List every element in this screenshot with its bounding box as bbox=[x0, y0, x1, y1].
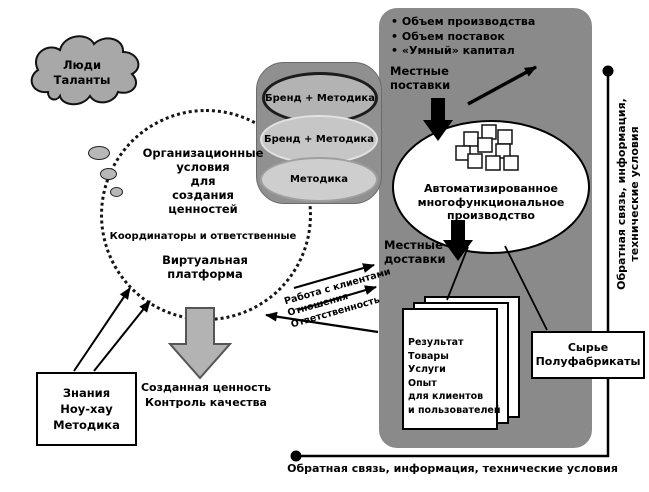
cloud-shape bbox=[30, 35, 140, 106]
production-label: Автоматизированное многофункциональное п… bbox=[417, 182, 565, 222]
ellipse-to-raw-line bbox=[504, 245, 548, 331]
coordinators-label: Координаторы и ответственные bbox=[109, 231, 297, 242]
supplies-down-arrow bbox=[423, 98, 453, 141]
raw-materials-label: Сырье Полуфабрикаты bbox=[535, 341, 641, 368]
knowledge-arrow-2 bbox=[93, 300, 151, 372]
feedback-node-top bbox=[602, 65, 614, 77]
org-conditions-label: Организационные условия для создания цен… bbox=[142, 146, 264, 216]
local-deliveries-label: Местные доставки bbox=[384, 238, 446, 266]
client-arrow-2 bbox=[297, 285, 377, 312]
feedback-bottom-label: Обратная связь, информация, технические … bbox=[287, 462, 618, 475]
knowledge-label: Знания Ноу-хау Методика bbox=[53, 386, 120, 432]
local-supplies-label: Местные поставки bbox=[390, 64, 451, 92]
feedback-loop-line bbox=[296, 74, 610, 458]
ellipse-to-pages-line bbox=[446, 246, 469, 301]
stack-label-bottom: Методика bbox=[289, 174, 349, 185]
methodology-ellipse-bottom: Методика bbox=[260, 157, 378, 202]
brand-methodology-ellipse-middle: Бренд + Методика bbox=[260, 115, 378, 164]
deliveries-down-arrow bbox=[443, 220, 473, 261]
stack-label-middle: Бренд + Методика bbox=[264, 134, 374, 145]
thought-bubble-3 bbox=[110, 187, 123, 197]
feedback-node-bottom bbox=[290, 450, 302, 462]
factory-blocks-icon bbox=[455, 124, 519, 171]
panel-bullet-list: • Объем производства • Объем поставок • … bbox=[391, 15, 535, 59]
people-talents-label: Люди Таланты bbox=[53, 58, 111, 87]
bullet-smart-capital: • «Умный» капитал bbox=[391, 44, 515, 57]
results-list: Результат Товары Услуги Опыт для клиенто… bbox=[408, 337, 501, 416]
client-arrow-1 bbox=[293, 263, 375, 290]
feedback-up-arrow bbox=[467, 65, 537, 106]
raw-materials-box: Сырье Полуфабрикаты bbox=[531, 331, 645, 379]
cloud-outline bbox=[30, 35, 140, 106]
knowledge-box: Знания Ноу-хау Методика bbox=[36, 372, 137, 446]
value-down-arrow bbox=[167, 307, 233, 380]
stack-label-top: Бренд + Методика bbox=[265, 92, 375, 104]
thought-bubble-1 bbox=[88, 146, 110, 160]
bullet-production-volume: • Объем производства bbox=[391, 15, 536, 28]
virtual-platform-label: Виртуальная платформа bbox=[162, 253, 248, 281]
created-value-label: Созданная ценность Контроль качества bbox=[140, 381, 272, 409]
client-arrow-return bbox=[265, 311, 379, 334]
knowledge-arrow-1 bbox=[73, 287, 131, 372]
methodology-stack: Бренд + Методика Бренд + Методика Методи… bbox=[256, 62, 382, 204]
production-ellipse: Автоматизированное многофункциональное п… bbox=[392, 120, 590, 254]
results-page-front bbox=[402, 308, 498, 430]
bullet-supply-volume: • Объем поставок bbox=[391, 29, 505, 43]
thought-bubble-2 bbox=[100, 168, 117, 180]
feedback-vertical-label: Обратная связь, информация, технические … bbox=[615, 98, 641, 290]
